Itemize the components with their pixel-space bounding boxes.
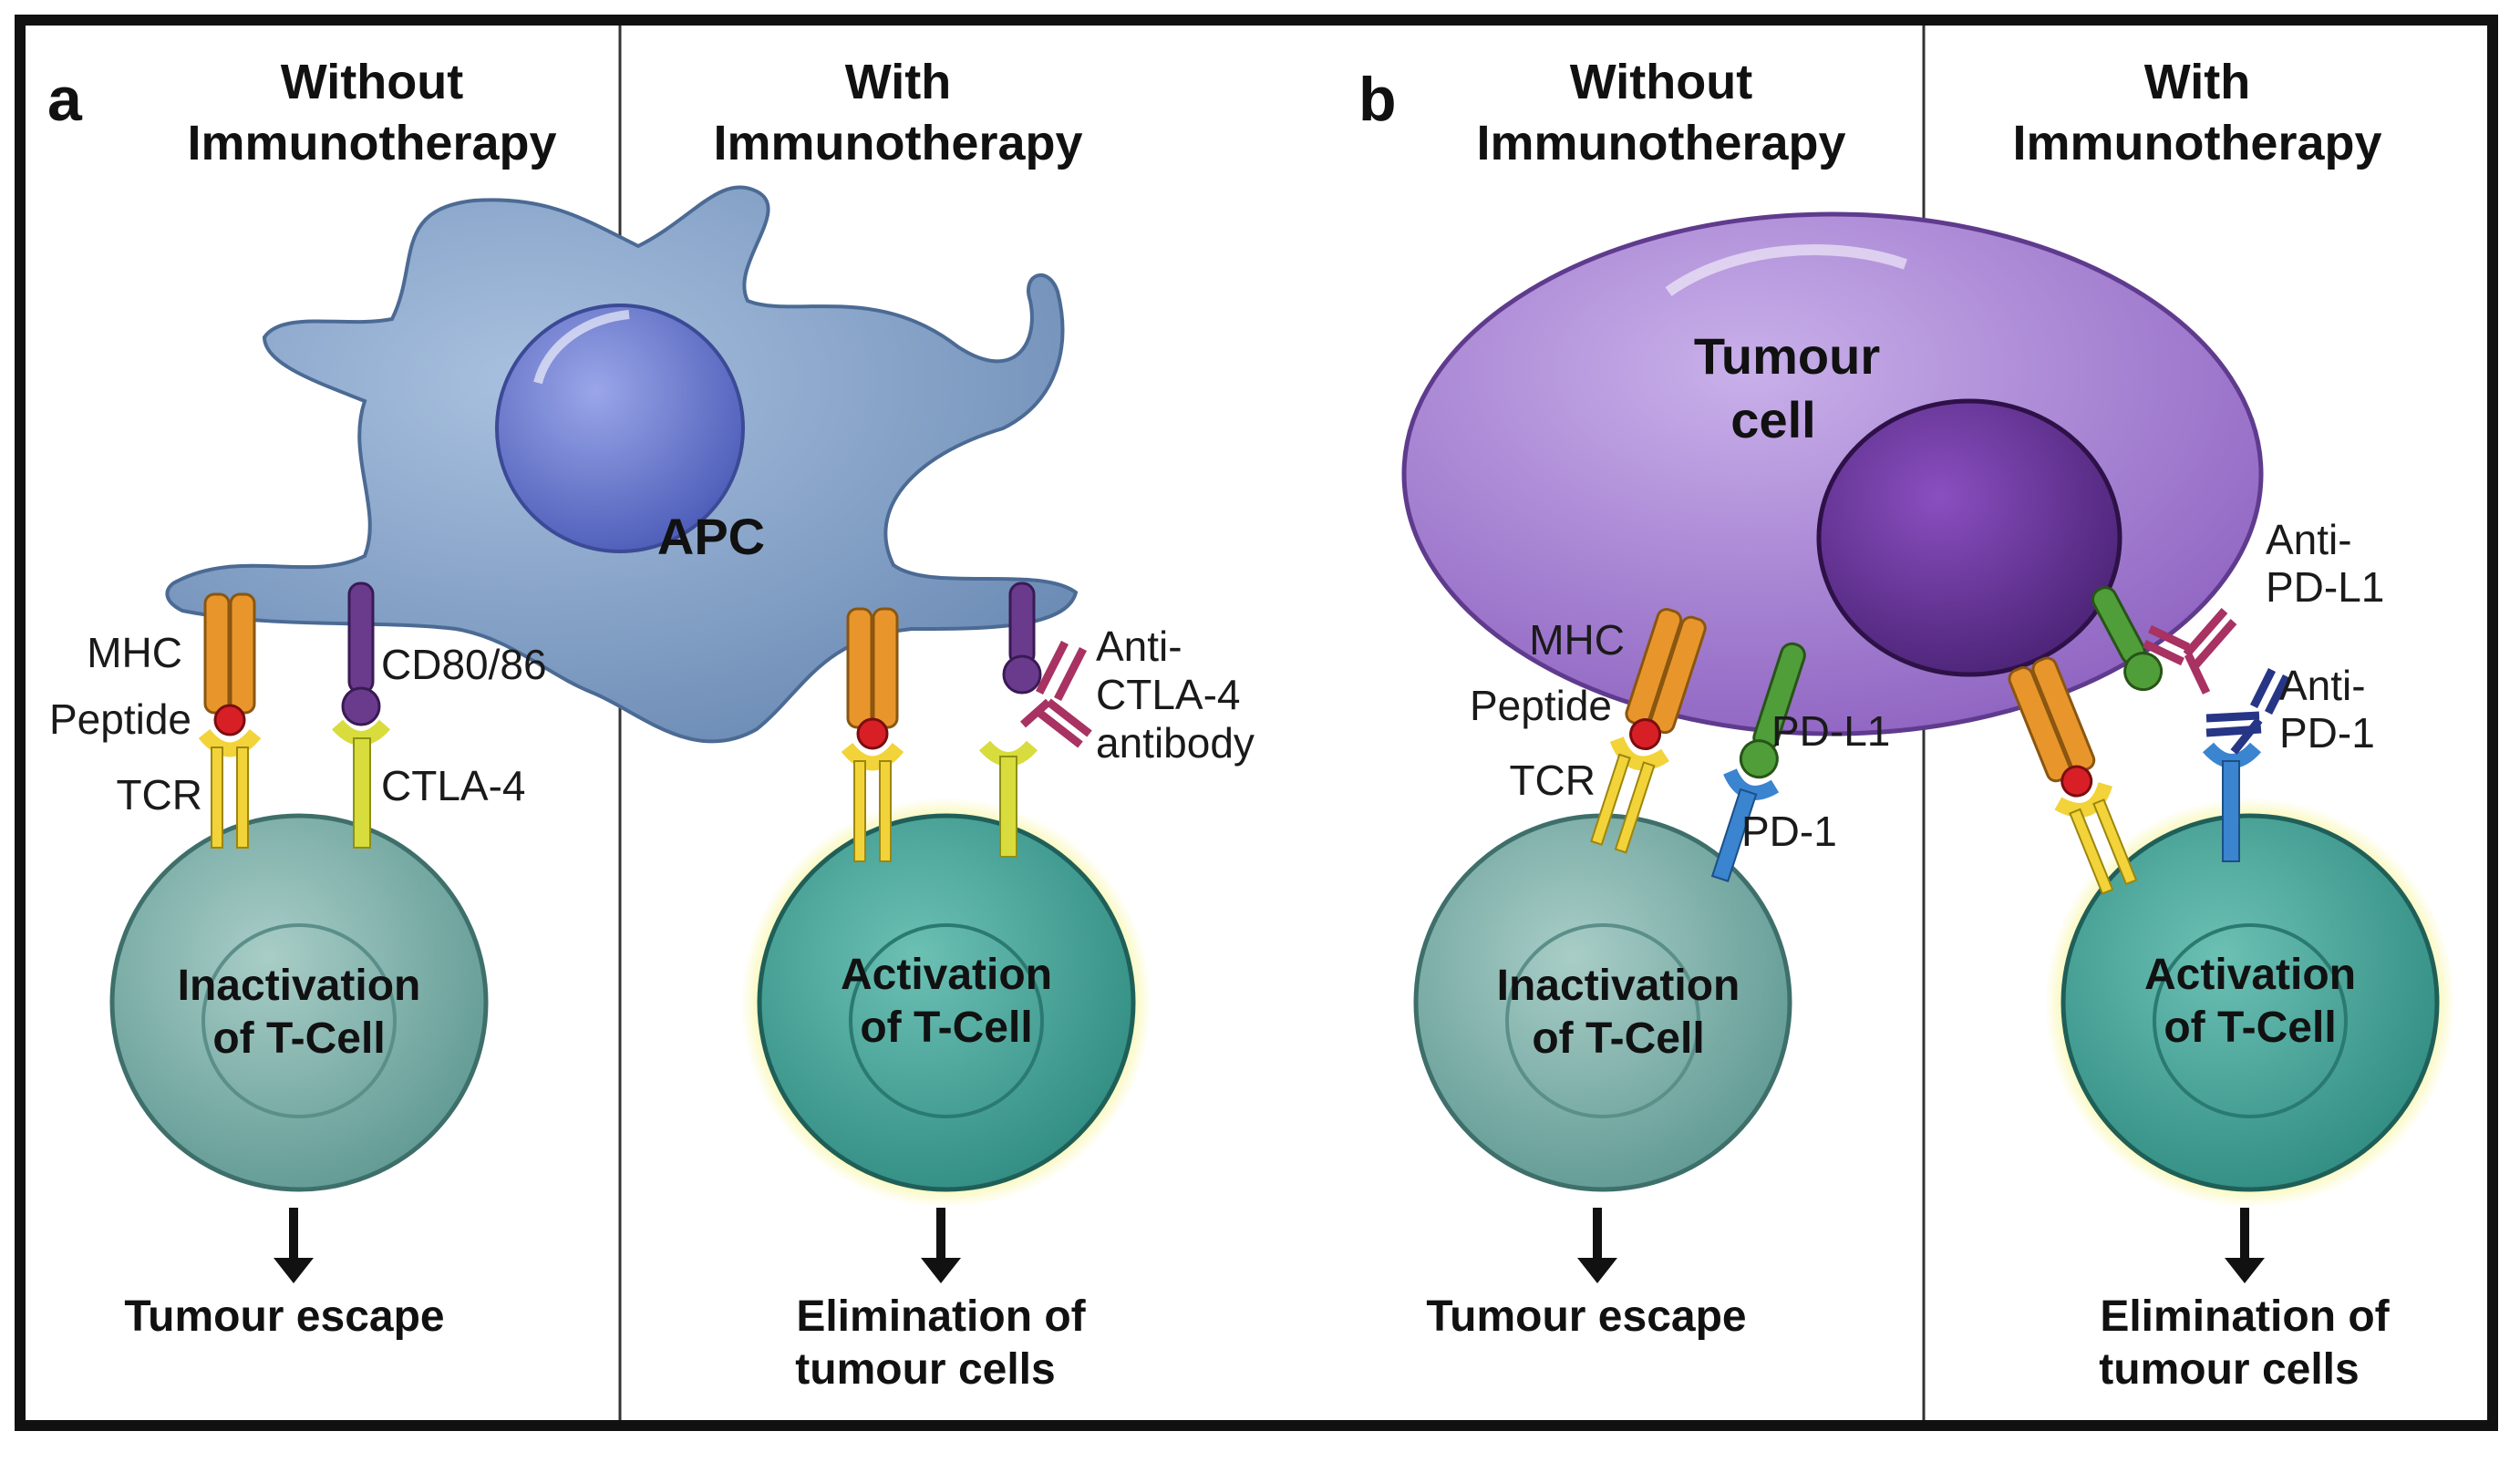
antibody-icon [2143, 608, 2237, 695]
mhc-tcr-complex-a-left [198, 592, 262, 849]
t-cell-active-a [757, 813, 1136, 1192]
t-cell-nucleus-a-right [849, 923, 1044, 1118]
label-pd1-b: PD-1 [1741, 808, 1837, 855]
panel-a-left-header-line2: Immunotherapy [187, 116, 556, 170]
cell-label-b-right-1: Activation [2144, 951, 2356, 999]
tumour-highlight [1665, 244, 1907, 296]
pdl1-pd1-complex-b-left [1710, 642, 1806, 882]
label-anti-ctla4-2: CTLA-4 [1096, 671, 1240, 718]
panel-b-right-header-line2: Immunotherapy [2012, 116, 2381, 170]
down-arrow-icon [921, 1208, 961, 1283]
outcome-a-right-2: tumour cells [795, 1345, 1055, 1394]
antibody-icon [1020, 640, 1092, 748]
cell-label-a-right-2: of T-Cell [860, 1004, 1032, 1052]
figure-frame [15, 15, 2498, 1431]
outcome-a-left: Tumour escape [124, 1292, 444, 1341]
panel-b-left-header-line2: Immunotherapy [1476, 116, 1845, 170]
t-cell-inactive-a [109, 813, 489, 1192]
label-tcr-a: TCR [116, 771, 202, 819]
cell-label-b-left-1: Inactivation [1497, 962, 1740, 1010]
cell-label-b-right-2: of T-Cell [2164, 1004, 2336, 1052]
down-arrow-icon [274, 1208, 314, 1283]
down-arrow-icon [2225, 1208, 2265, 1283]
down-arrow-icon [1577, 1208, 1617, 1283]
panel-a-left-header-line1: Without [281, 55, 463, 109]
label-mhc-b: MHC [1529, 616, 1625, 664]
label-peptide-b: Peptide [1470, 682, 1612, 729]
panel-a-right-header-line2: Immunotherapy [713, 116, 1082, 170]
label-anti-pdl1-1: Anti- [2266, 516, 2352, 563]
apc-nucleus [495, 304, 745, 553]
label-cd80-a: CD80/86 [381, 641, 547, 688]
panel-a-letter: a [47, 65, 83, 134]
label-peptide-a: Peptide [49, 695, 191, 743]
label-pdl1-b: PD-L1 [1771, 707, 1890, 755]
outcome-b-right-2: tumour cells [2099, 1345, 2359, 1394]
outcome-b-right-1: Elimination of [2100, 1292, 2390, 1341]
mhc-tcr-complex-b-right [2008, 656, 2138, 895]
outcome-b-left: Tumour escape [1426, 1292, 1746, 1341]
tumour-nucleus [1816, 398, 2122, 677]
t-cell-nucleus-b [1505, 923, 1700, 1118]
panel-b-left-header-line1: Without [1570, 55, 1752, 109]
t-cell-active-b [2060, 813, 2440, 1192]
label-anti-pd1-2: PD-1 [2279, 709, 2375, 757]
cell-label-a-left-2: of T-Cell [212, 1014, 385, 1063]
apc-label: APC [657, 508, 765, 565]
label-anti-pdl1-2: PD-L1 [2266, 563, 2384, 611]
mhc-tcr-complex-b-left [1590, 608, 1707, 854]
antibody-icon [2205, 667, 2291, 755]
panel-b-letter: b [1358, 65, 1397, 134]
cd80-blocked-a-right [978, 582, 1042, 858]
cell-label-a-left-1: Inactivation [178, 962, 421, 1010]
t-cell-nucleus-a [201, 923, 397, 1118]
label-tcr-b: TCR [1509, 757, 1596, 804]
mhc-tcr-complex-a-right [841, 607, 904, 862]
panel-b-right-header-line1: With [2144, 55, 2250, 109]
tumour-label-2: cell [1730, 391, 1815, 448]
label-mhc-a: MHC [87, 629, 182, 676]
pdl1-blocked-b-right [2091, 586, 2164, 692]
pd1-b-right [2202, 742, 2262, 862]
panel-a: APC a Without Immunotherapy With Immunot… [47, 55, 1255, 1394]
panel-b: Tumour cell b Without Immunotherapy With… [1358, 55, 2455, 1394]
t-cell-nucleus-b-right [2153, 923, 2348, 1118]
label-ctla4-a: CTLA-4 [381, 762, 525, 809]
panel-a-right-header-line1: With [845, 55, 951, 109]
label-anti-ctla4-1: Anti- [1096, 623, 1183, 670]
cd80-ctla4-complex-a-left [331, 582, 391, 849]
label-anti-ctla4-3: antibody [1096, 719, 1255, 767]
apc-highlight [533, 310, 630, 385]
cell-label-a-right-1: Activation [841, 951, 1052, 999]
label-anti-pd1-1: Anti- [2279, 662, 2366, 709]
cell-label-b-left-2: of T-Cell [1532, 1014, 1704, 1063]
tumour-label-1: Tumour [1694, 327, 1880, 385]
outcome-a-right-1: Elimination of [796, 1292, 1086, 1341]
